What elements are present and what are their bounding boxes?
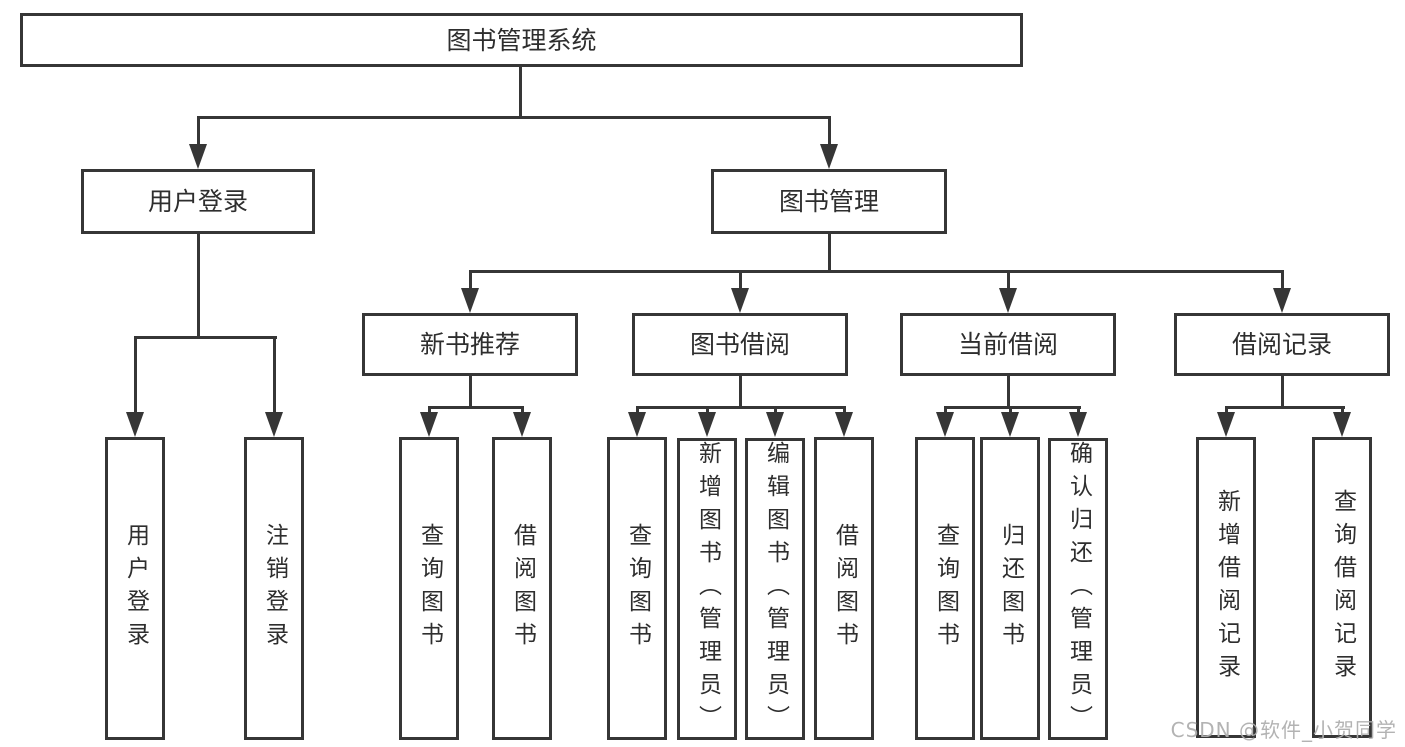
connector-line [1225,406,1345,409]
arrowhead-down-icon [513,412,531,437]
connector-line [1341,406,1344,415]
connector-line [469,374,472,408]
leaf-return-book: 归还图书 [980,437,1040,740]
connector-line [521,406,524,415]
connector-line [134,336,277,339]
connector-line [197,234,200,338]
arrowhead-down-icon [820,144,838,169]
connector-line [1281,374,1284,408]
node-book-management: 图书管理 [711,169,947,234]
leaf-query-books-1: 查询图书 [399,437,459,740]
connector-line [843,406,846,415]
arrowhead-down-icon [420,412,438,437]
connector-line [636,406,639,415]
node-root: 图书管理系统 [20,13,1023,67]
leaf-query-books-3: 查询图书 [915,437,975,740]
leaf-query-books-3-label: 查询图书 [932,522,959,655]
leaf-borrow-books-1: 借阅图书 [492,437,552,740]
node-book-management-label: 图书管理 [778,187,879,216]
connector-line [828,116,831,147]
connector-line [1009,406,1012,415]
arrowhead-down-icon [1217,412,1235,437]
leaf-query-books-2-label: 查询图书 [624,522,651,655]
leaf-logout-label: 注销登录 [261,522,288,655]
leaf-edit-book-admin: 编辑图书（管理员） [745,438,805,740]
leaf-query-books-2: 查询图书 [607,437,667,740]
connector-line [197,116,831,119]
connector-line [1077,406,1080,415]
leaf-add-borrow-record: 新增借阅记录 [1196,437,1256,738]
connector-line [519,66,522,118]
leaf-confirm-return-admin: 确认归还（管理员） [1048,438,1108,740]
leaf-user-login-label: 用户登录 [122,522,149,655]
node-current-borrow: 当前借阅 [900,313,1116,376]
connector-line [134,336,137,415]
connector-line [1281,270,1284,292]
node-user-login: 用户登录 [81,169,315,234]
node-book-borrow: 图书借阅 [632,313,848,376]
arrowhead-down-icon [461,288,479,313]
connector-line [428,406,431,415]
arrowhead-down-icon [126,412,144,437]
node-user-login-label: 用户登录 [147,187,248,216]
connector-line [273,336,276,415]
arrowhead-down-icon [265,412,283,437]
leaf-confirm-return-admin-label: 确认归还（管理员） [1065,441,1092,738]
leaf-edit-book-admin-label: 编辑图书（管理员） [762,441,789,738]
leaf-user-login: 用户登录 [105,437,165,740]
leaf-add-borrow-record-label: 新增借阅记录 [1213,488,1240,687]
leaf-query-borrow-record-label: 查询借阅记录 [1329,488,1356,687]
arrowhead-down-icon [1273,288,1291,313]
node-current-borrow-label: 当前借阅 [957,330,1058,359]
connector-line [706,406,709,415]
arrowhead-down-icon [698,412,716,437]
leaf-query-borrow-record: 查询借阅记录 [1312,437,1372,738]
leaf-return-book-label: 归还图书 [997,522,1024,655]
arrowhead-down-icon [628,412,646,437]
leaf-borrow-books-2-label: 借阅图书 [831,522,858,655]
arrowhead-down-icon [1333,412,1351,437]
connector-line [1007,270,1010,292]
connector-line [828,234,831,273]
node-new-book-recommend-label: 新书推荐 [419,330,520,359]
connector-line [774,406,777,415]
connector-line [469,270,472,292]
node-borrow-records-label: 借阅记录 [1231,330,1332,359]
connector-line [1007,374,1010,408]
connector-line [739,270,742,292]
node-root-label: 图书管理系统 [446,25,597,55]
leaf-borrow-books-1-label: 借阅图书 [509,522,536,655]
node-book-borrow-label: 图书借阅 [689,330,790,359]
arrowhead-down-icon [1069,412,1087,437]
arrowhead-down-icon [189,144,207,169]
arrowhead-down-icon [936,412,954,437]
leaf-logout: 注销登录 [244,437,304,740]
connector-line [944,406,947,415]
arrowhead-down-icon [835,412,853,437]
arrowhead-down-icon [766,412,784,437]
arrowhead-down-icon [999,288,1017,313]
arrowhead-down-icon [731,288,749,313]
connector-line [944,406,1081,409]
csdn-watermark: CSDN @软件_小贺同学 [1170,718,1397,742]
leaf-query-books-1-label: 查询图书 [416,522,443,655]
connector-line [197,116,200,147]
leaf-add-book-admin: 新增图书（管理员） [677,438,737,740]
connector-line [1225,406,1228,415]
leaf-add-book-admin-label: 新增图书（管理员） [694,441,721,738]
node-borrow-records: 借阅记录 [1174,313,1390,376]
node-new-book-recommend: 新书推荐 [362,313,578,376]
connector-line [636,406,846,409]
connector-line [469,270,1284,273]
leaf-borrow-books-2: 借阅图书 [814,437,874,740]
connector-line [739,374,742,408]
arrowhead-down-icon [1001,412,1019,437]
connector-line [428,406,524,409]
